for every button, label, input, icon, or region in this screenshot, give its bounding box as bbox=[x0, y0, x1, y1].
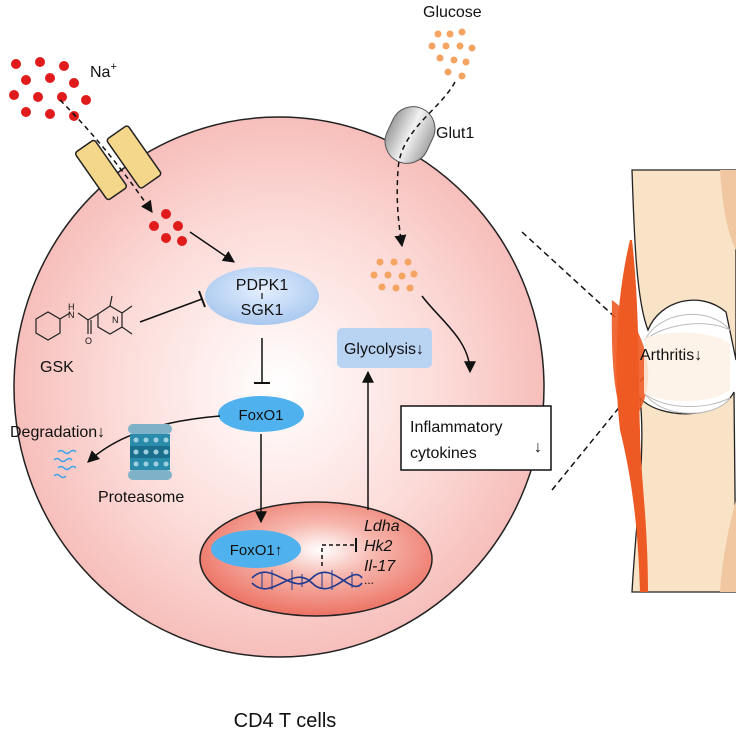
gsk-molecule bbox=[35, 295, 133, 341]
sodium-influx-arrow bbox=[59, 99, 153, 213]
glucose-label: Glucose bbox=[423, 4, 482, 21]
sodium-ions-inside bbox=[149, 209, 187, 246]
dna-helix-icon bbox=[251, 570, 363, 590]
inflammatory-decrease-arrow: ↓ bbox=[534, 439, 542, 456]
svg-text:O: O bbox=[85, 336, 92, 346]
glucose-inside bbox=[370, 258, 418, 292]
glycolysis-label: Glycolysis↓ bbox=[344, 341, 424, 358]
glucose-uptake-arrow bbox=[394, 81, 456, 248]
degraded-peptides-icon bbox=[53, 449, 77, 479]
proteasome-icon bbox=[128, 424, 172, 480]
arthritic-joint bbox=[611, 169, 736, 593]
gene-more: ... bbox=[364, 573, 374, 587]
inflammatory-cytokines-box bbox=[400, 405, 552, 471]
zoom-line-bottom bbox=[551, 371, 649, 491]
sodium-ions-outside bbox=[9, 57, 91, 121]
target-genes: Ldha Hk2 Il-17 ... bbox=[364, 518, 400, 587]
gsk-atom-labels: HN ON bbox=[68, 302, 119, 346]
glut1-label: Glut1 bbox=[436, 125, 474, 142]
sodium-channel bbox=[74, 125, 162, 201]
sodium-label: Na+ bbox=[90, 61, 117, 81]
cd4-cells-caption: CD4 T cells bbox=[234, 710, 337, 732]
foxo1-nucleus bbox=[211, 530, 301, 568]
glucose-outside bbox=[428, 28, 476, 80]
glycolysis-box bbox=[337, 328, 432, 368]
gene-il17: Il-17 bbox=[364, 558, 396, 575]
glucose-to-cytokines-arrow bbox=[421, 295, 476, 374]
gsk-label: GSK bbox=[40, 359, 74, 376]
proteasome-label: Proteasome bbox=[98, 489, 184, 506]
arthritis-label: Arthritis↓ bbox=[640, 347, 702, 364]
svg-text:H: H bbox=[68, 302, 75, 312]
svg-text:N: N bbox=[112, 315, 119, 325]
foxo1-gene-repression bbox=[321, 544, 354, 566]
pdpk1-label: PDPK1 bbox=[236, 277, 289, 294]
foxo1-label: FoxO1 bbox=[238, 407, 283, 424]
gene-hk2: Hk2 bbox=[364, 538, 393, 555]
foxo1-nucleus-label: FoxO1↑ bbox=[230, 542, 283, 559]
degradation-label: Degradation↓ bbox=[10, 424, 105, 441]
gene-ldha: Ldha bbox=[364, 518, 400, 535]
foxo1-cytoplasm bbox=[218, 396, 304, 432]
gsk-inhibition-bar bbox=[198, 290, 206, 308]
sodium-to-pdpk1-arrow bbox=[189, 231, 235, 263]
inflammatory-label-line1: Inflammatory bbox=[410, 419, 502, 436]
sgk1-label: SGK1 bbox=[241, 302, 284, 319]
cell-membrane bbox=[13, 116, 545, 658]
inflammatory-label-line2: cytokines bbox=[410, 445, 477, 462]
svg-text:N: N bbox=[68, 310, 75, 320]
glut1-transporter bbox=[384, 106, 436, 164]
gsk-inhibition-line bbox=[139, 298, 203, 323]
